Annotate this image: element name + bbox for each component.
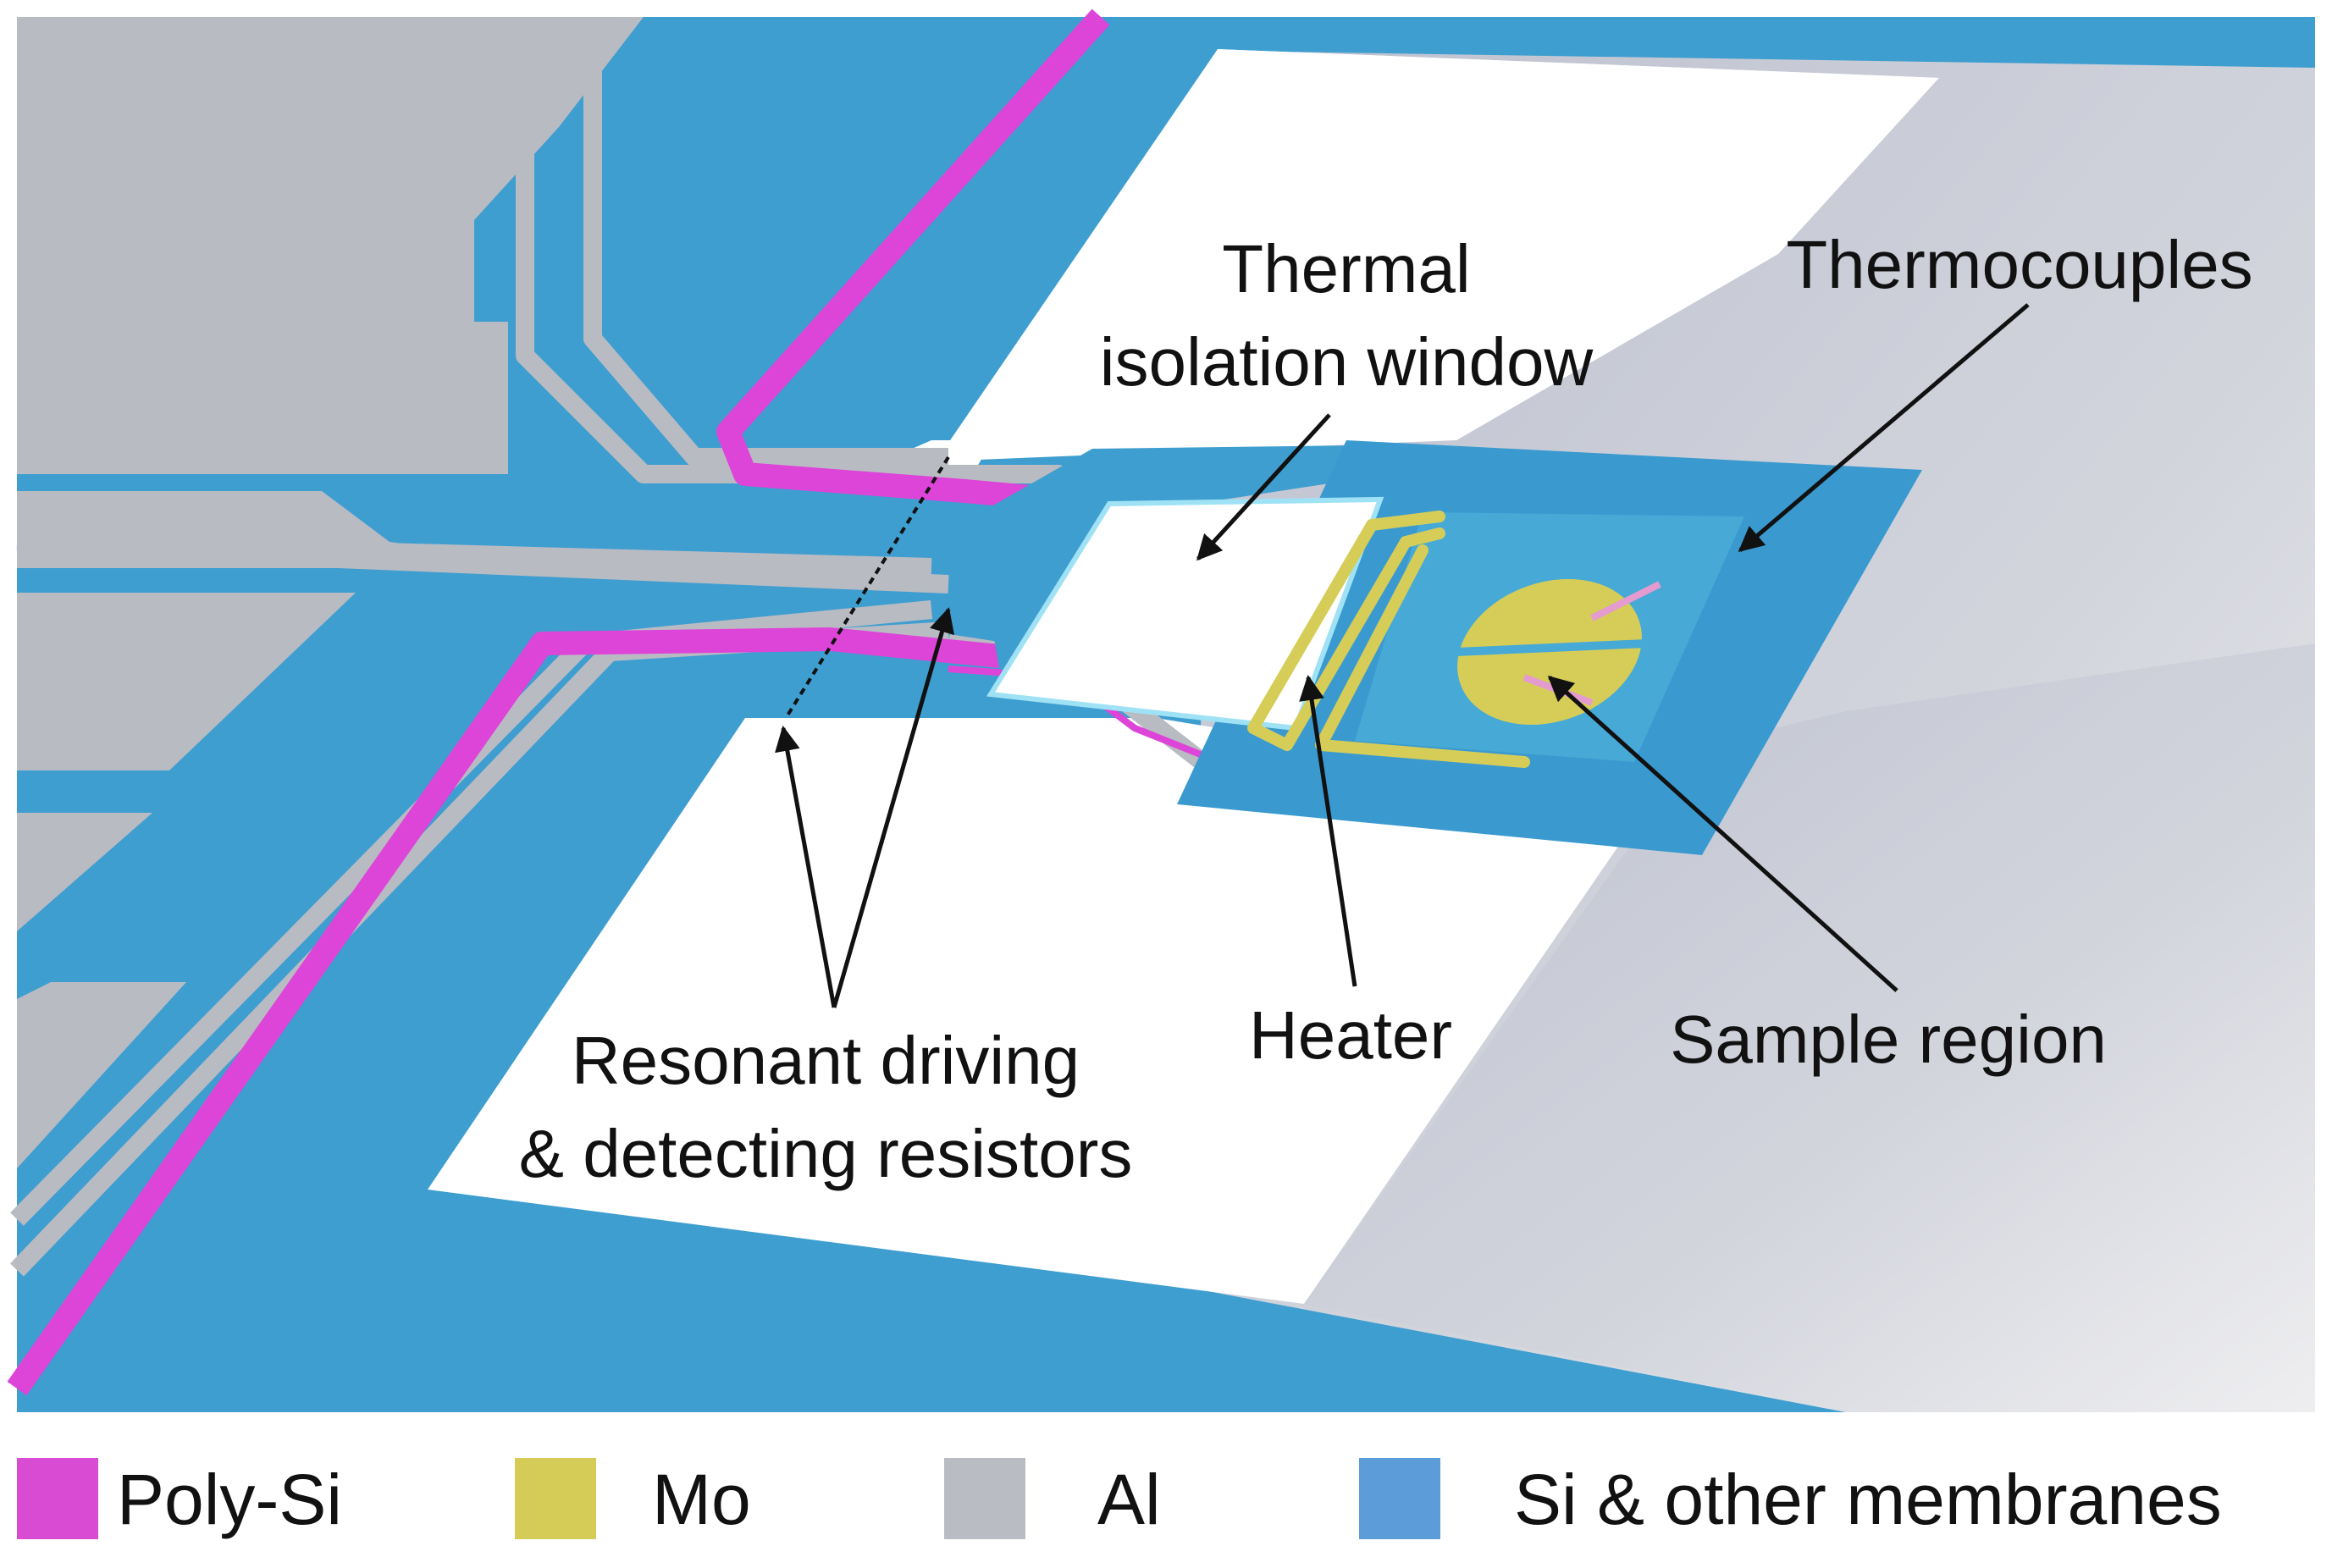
resonant-resistor-line <box>786 455 950 717</box>
annotation-labels: Thermal isolation window Thermocouples R… <box>519 227 2253 1191</box>
arrow-sample-region <box>1547 675 1898 992</box>
legend-label-si-membranes: Si & other membranes <box>1514 1460 2222 1539</box>
label-sample-region: Sample region <box>1670 1002 2107 1077</box>
al-pad-6 <box>17 813 152 931</box>
label-heater: Heater <box>1249 997 1452 1073</box>
label-resonant-line2: & detecting resistors <box>519 1116 1133 1191</box>
legend-label-mo: Mo <box>652 1460 751 1539</box>
al-trace-4 <box>16 533 932 577</box>
label-thermocouples: Thermocouples <box>1786 227 2252 302</box>
arrow-resonant-1 <box>775 726 837 1008</box>
legend-swatch-poly-si <box>17 1458 98 1539</box>
legend: Poly-Si Mo Al Si & other membranes <box>17 1458 2222 1539</box>
arrow-thermocouples <box>1738 303 2030 552</box>
arrow-thermal-window <box>1196 413 1331 561</box>
isolation-window-bottom <box>428 718 1694 1304</box>
al-pad-7 <box>17 982 186 1168</box>
label-thermal-line2: isolation window <box>1100 324 1594 400</box>
arrow-resonant-2 <box>832 607 954 1008</box>
heater-trace-outer <box>1247 511 1445 751</box>
label-thermal-line1: Thermal <box>1222 231 1470 306</box>
callout-arrows <box>775 303 2030 1008</box>
legend-item-si-membranes: Si & other membranes <box>1359 1458 2222 1539</box>
legend-item-poly-si: Poly-Si <box>17 1458 342 1539</box>
legend-item-mo: Mo <box>515 1458 751 1539</box>
sample-disc-split <box>1456 639 1648 656</box>
al-pad-5 <box>17 593 356 770</box>
al-trace-2 <box>583 17 948 467</box>
legend-swatch-mo <box>515 1458 596 1539</box>
substrate-lower <box>1304 643 2315 1412</box>
chip-scene <box>7 8 2315 1412</box>
legend-label-poly-si: Poly-Si <box>117 1460 342 1539</box>
heater-trace-inner <box>1315 544 1530 768</box>
al-pad-3 <box>17 322 508 474</box>
label-resonant-line1: Resonant driving <box>572 1023 1080 1098</box>
legend-label-al: Al <box>1097 1460 1161 1539</box>
arrow-heater <box>1299 675 1357 987</box>
legend-swatch-al <box>944 1458 1025 1539</box>
isolation-window-top-shape <box>936 49 1939 461</box>
thermocouple-junction-1 <box>1590 581 1661 621</box>
legend-item-al: Al <box>944 1458 1161 1539</box>
legend-swatch-si-membranes <box>1359 1458 1440 1539</box>
